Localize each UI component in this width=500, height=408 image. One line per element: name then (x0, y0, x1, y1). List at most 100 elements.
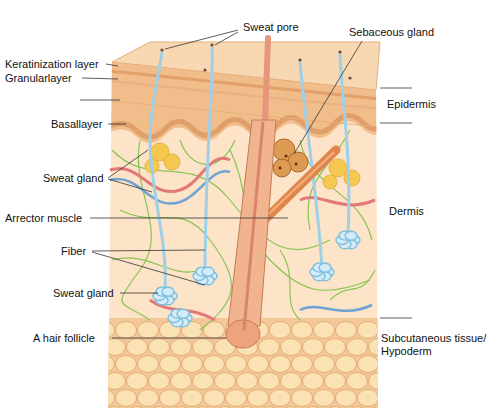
fat-cell (116, 356, 137, 373)
fat-cell (369, 373, 390, 390)
pore (203, 68, 206, 71)
fat-cell (127, 407, 148, 408)
sweat-duct (150, 52, 165, 290)
dermis-ground (100, 60, 390, 408)
fat-cell (314, 356, 335, 373)
fat-cell (380, 390, 401, 407)
fat-cell (182, 390, 203, 407)
fat-cell (204, 356, 225, 373)
fat-cell (171, 407, 192, 408)
pore (338, 50, 341, 53)
fat-cell (325, 373, 346, 390)
part-label: Sweat pore (242, 21, 300, 34)
fat-cell (127, 373, 148, 390)
leader-line (82, 78, 118, 79)
fat-cell (171, 339, 192, 356)
hair-follicle (228, 120, 276, 326)
fat-cell (292, 356, 313, 373)
fat-cell (105, 407, 126, 408)
fat-cell (193, 407, 214, 408)
gland-dot (285, 155, 288, 158)
fat-cell (347, 373, 368, 390)
fat-cell (226, 390, 247, 407)
sweat-duct (340, 54, 349, 235)
fat-cell (292, 390, 313, 407)
leader-line (108, 124, 126, 125)
fat-cell (336, 356, 357, 373)
fat-cell (347, 407, 368, 408)
fat-cell (215, 407, 236, 408)
fat-cell (259, 407, 280, 408)
fat-cell (248, 356, 269, 373)
fat-cell (105, 339, 126, 356)
pores (160, 43, 351, 79)
part-label: Dermis (388, 205, 425, 218)
fat-cell (94, 390, 115, 407)
pore (298, 58, 301, 61)
leader-lines (80, 30, 412, 338)
part-label: Arrector muscle (4, 212, 83, 225)
layer-marker (380, 88, 412, 89)
nerve-fiber (280, 250, 300, 320)
sweat-gland-coil (345, 231, 357, 240)
fat-cell (149, 407, 170, 408)
fat-cell (358, 390, 379, 407)
leader-line (165, 30, 238, 49)
fat-cell (138, 390, 159, 407)
fat-lobule (323, 175, 337, 189)
fat-cell (116, 390, 137, 407)
layer-marker (380, 318, 412, 319)
fat-cell (292, 322, 313, 339)
fat-cell (303, 407, 324, 408)
gland-dot (295, 163, 298, 166)
gland-lobe (273, 159, 291, 177)
fat-cell (303, 373, 324, 390)
fat-cell (325, 407, 346, 408)
fat-cell (182, 356, 203, 373)
vein (110, 171, 230, 203)
fat-cell (270, 356, 291, 373)
sweat-gland-coil (202, 267, 214, 276)
fat-cell (149, 373, 170, 390)
leader-line (112, 338, 226, 339)
part-label: A hair follicle (32, 332, 96, 345)
fat-cell (336, 390, 357, 407)
fat-cell (193, 339, 214, 356)
leader-line (120, 293, 158, 294)
leader-line (108, 150, 148, 178)
fat-cell (314, 322, 335, 339)
sweat-duct (205, 47, 212, 270)
part-label: Epidermis (386, 98, 437, 111)
leader-line (108, 179, 152, 192)
fat-cell (248, 390, 269, 407)
fat-cell (358, 356, 379, 373)
leader-line (294, 41, 362, 154)
fat-lobule (329, 159, 347, 177)
sweat-gland-coil (319, 263, 331, 272)
leader-line (80, 100, 120, 101)
fat-cell (138, 322, 159, 339)
hair-bulb (226, 320, 260, 348)
pore (210, 43, 213, 46)
leader-line (106, 64, 118, 66)
fat-cell (270, 390, 291, 407)
nerve-fiber (112, 258, 200, 272)
artery (300, 198, 375, 205)
leader-line (215, 32, 238, 45)
fat-cell (347, 339, 368, 356)
nerve-fiber (330, 270, 375, 300)
sweat-gland-coil (177, 309, 189, 318)
fat-cell (94, 356, 115, 373)
fat-cell (237, 373, 258, 390)
part-label: Sweat gland (42, 172, 105, 185)
fat-cell (281, 339, 302, 356)
fat-cell (171, 373, 192, 390)
fat-lobule (164, 154, 180, 170)
fat-cell (160, 356, 181, 373)
fat-cell (149, 339, 170, 356)
fat-lobule (344, 170, 360, 186)
part-label: Granularlayer (4, 72, 73, 85)
fat-cell (336, 322, 357, 339)
fat-cell (94, 322, 115, 339)
hypoderm-ground (100, 318, 390, 408)
